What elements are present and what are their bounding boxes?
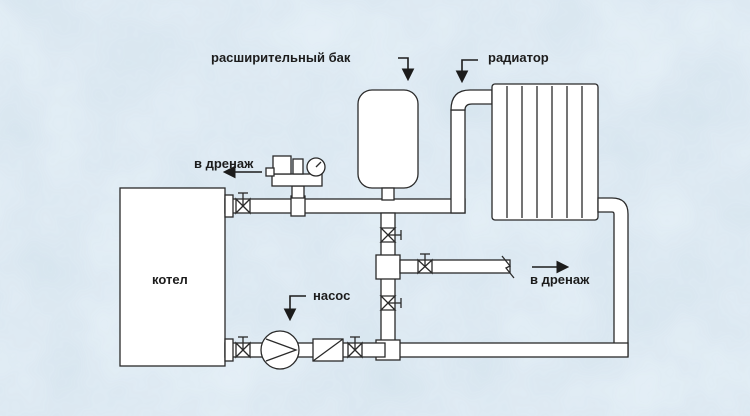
radiator-label: радиатор <box>488 50 549 65</box>
pipe-break-mark <box>501 255 515 279</box>
arrows <box>222 57 570 322</box>
air-vent <box>292 158 304 175</box>
ball-valve-icon <box>379 227 402 243</box>
supply-pipe <box>224 198 466 214</box>
boiler <box>119 187 226 367</box>
valves <box>235 192 433 359</box>
ball-valve-icon <box>235 192 251 215</box>
safety-group-stem <box>291 185 305 199</box>
boiler-inlet-fitting <box>224 338 234 362</box>
arrow-icon <box>455 59 478 84</box>
boiler-outlet-fitting <box>224 194 234 218</box>
pump-icon <box>260 330 300 370</box>
diagram-lines <box>119 83 629 370</box>
expansion-tank <box>357 89 419 189</box>
drain-right-label: в дренаж <box>530 272 590 287</box>
drain-left-label: в дренаж <box>194 156 254 171</box>
return-pipe <box>384 342 629 358</box>
safety-valve <box>272 155 292 175</box>
boiler-label: котел <box>152 272 188 287</box>
gauge-needle <box>315 161 322 168</box>
safety-group-tee <box>290 195 306 217</box>
riser-pipe <box>450 109 466 214</box>
expansion-tank-label: расширительный бак <box>211 50 351 65</box>
filter-diagonal <box>312 338 344 362</box>
arrow-icon <box>283 295 306 322</box>
ball-valve-icon <box>235 336 251 359</box>
ball-valve-icon <box>379 295 402 311</box>
pump-symbol <box>265 338 298 362</box>
expansion-tank-connector <box>381 187 395 201</box>
arrow-icon <box>398 57 415 82</box>
tee-fitting <box>375 254 401 280</box>
pump-label: насос <box>313 288 351 303</box>
drain-outlet <box>265 167 275 177</box>
ball-valve-icon <box>347 336 363 359</box>
radiator <box>491 83 599 221</box>
drain-branch-pipe <box>399 259 511 274</box>
ball-valve-icon <box>417 253 433 275</box>
